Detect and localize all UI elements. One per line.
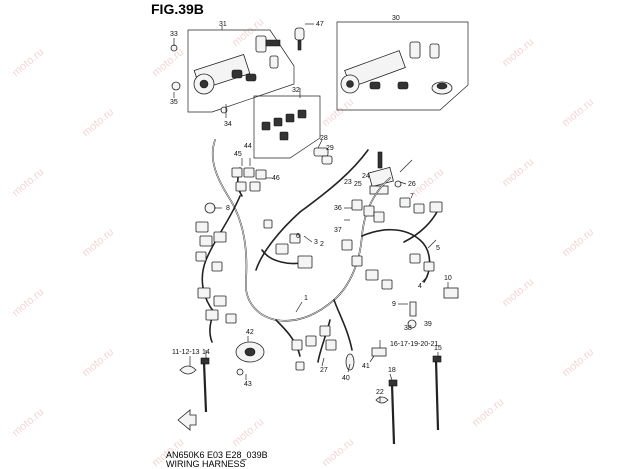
callout-45: 45 [234,151,242,158]
key-47 [294,23,314,51]
connector-28-29 [313,139,333,165]
callout-31: 31 [219,21,227,28]
callout-33: 33 [170,31,178,38]
callout-8: 8 [226,205,230,212]
callout-22: 22 [376,389,384,396]
callout-2: 2 [320,241,324,248]
figure-title: FIG.39B [151,1,204,17]
callout-10: 10 [444,275,452,282]
callout-37: 37 [334,227,342,234]
callout-9: 9 [392,301,396,308]
callout-7: 7 [410,193,414,200]
small-parts [170,44,459,404]
callout-30: 30 [392,15,400,22]
callout-47: 47 [316,21,324,28]
callout-35: 35 [170,99,178,106]
callout-32: 32 [292,87,300,94]
callout-41: 41 [362,363,370,370]
callout-27: 27 [320,367,328,374]
lock-set-box [336,21,469,111]
callout-38: 38 [404,325,412,332]
callout-15: 15 [434,345,442,352]
callout-40: 40 [342,375,350,382]
figure-name: WIRING HARNESS [166,459,246,469]
connectors [195,167,443,371]
callout-1: 1 [304,295,308,302]
callout-3: 3 [314,239,318,246]
switch-pack-box [253,95,321,159]
leader-lines [173,38,449,402]
callout-numbers: 31 33 35 34 47 32 28 29 23 30 24 25 26 4… [170,15,452,396]
callout-29: 29 [326,145,334,152]
callout-44: 44 [244,143,252,150]
callout-42: 42 [246,329,254,336]
callout-24: 24 [362,173,370,180]
callout-25: 25 [354,181,362,188]
cable-ties [200,355,442,445]
figure-code: AN650K6 E03 E28_039B [166,450,268,460]
callout-23: 23 [344,179,352,186]
callout-6: 6 [296,233,300,240]
callout-4: 4 [418,283,422,290]
callout-16-17-19-20-21: 16-17-19-20-21 [390,341,438,348]
callout-34: 34 [224,121,232,128]
relay-block-23 [368,151,402,195]
callout-46: 46 [272,175,280,182]
callout-36: 36 [334,205,342,212]
ignition-switch-set-box [187,26,295,113]
front-arrow-icon [177,409,197,431]
callout-43: 43 [244,381,252,388]
callout-11-12-13: 11-12-13 [172,349,200,356]
callout-26: 26 [408,181,416,188]
callout-28: 28 [320,135,328,142]
callout-5: 5 [436,245,440,252]
callout-14: 14 [202,349,210,356]
callout-18: 18 [388,367,396,374]
callout-39: 39 [424,321,432,328]
